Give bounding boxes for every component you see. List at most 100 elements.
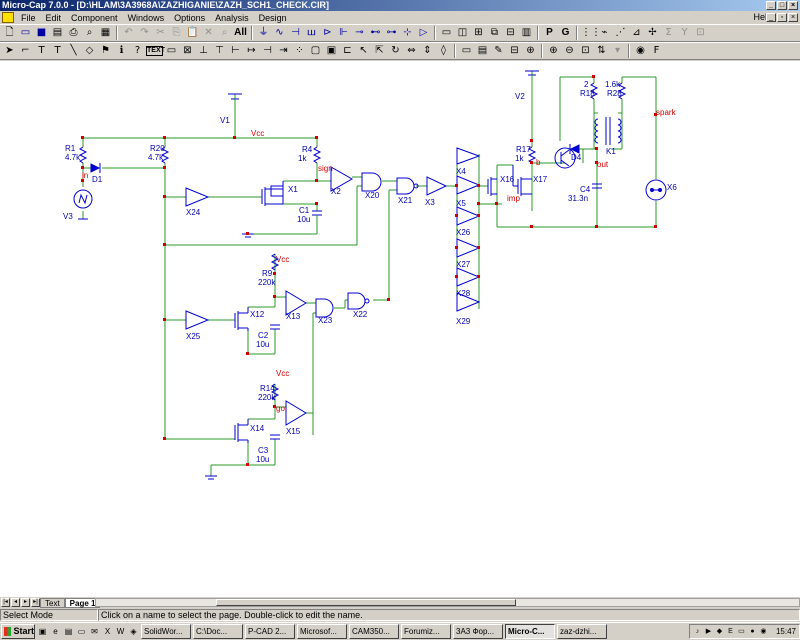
language-icon[interactable]: E (728, 628, 733, 635)
grid-dots-icon[interactable]: ⁘ (295, 45, 304, 56)
macro-icon[interactable]: ⊟ (510, 45, 519, 56)
all-icon[interactable]: All (234, 27, 247, 38)
doc-minimize-button[interactable]: _ (766, 13, 776, 22)
redo-icon[interactable]: ↷ (140, 27, 149, 38)
menu-edit[interactable]: Edit (45, 12, 62, 23)
split-vertical-icon[interactable]: ◫ (457, 27, 468, 38)
prev-page-icon[interactable]: ◂ (11, 598, 20, 607)
task-3a3-form[interactable]: 3A3 Фор... (453, 624, 503, 639)
layout-icon[interactable]: ▤ (477, 45, 488, 56)
last-page-icon[interactable]: ▸| (31, 598, 40, 607)
document-icon[interactable] (2, 12, 14, 23)
menu-help[interactable]: Help (753, 12, 772, 22)
schematic-canvas[interactable]: V1 V2 R1 4.7k R20 4.7k R4 1k R17 1k 2 R1… (0, 61, 800, 597)
probe-icon[interactable]: ✢ (648, 27, 657, 38)
chart-icon[interactable]: ⊿ (632, 27, 641, 38)
resistor-icon[interactable]: ∿ (275, 27, 284, 38)
app-icon[interactable]: ◈ (130, 627, 137, 636)
undo-icon[interactable]: ↶ (124, 27, 133, 38)
step-into-icon[interactable]: ⊕ (526, 45, 535, 56)
wire-icon[interactable]: ⌐ (21, 45, 30, 56)
task-solidworks[interactable]: SolidWor... (141, 624, 191, 639)
npn-icon[interactable]: ⊸ (355, 27, 364, 38)
border-icon[interactable]: ▢ (310, 45, 321, 56)
info-icon[interactable]: ℹ (119, 45, 124, 56)
text-mode-button[interactable]: TEXT (146, 46, 165, 56)
shapes-icon[interactable]: ◇ (85, 45, 94, 56)
step-icon[interactable]: ⇱ (375, 45, 384, 56)
grid-icon[interactable]: ⋮⋮ (581, 27, 601, 38)
word-icon[interactable]: W (116, 627, 125, 636)
pointer-icon[interactable]: ↖ (359, 45, 368, 56)
scale-icon[interactable]: ⊡ (696, 27, 705, 38)
mirror-icon[interactable]: ⇕ (423, 45, 432, 56)
inductor-icon[interactable]: ꟺ (306, 27, 317, 38)
task-microsoft[interactable]: Microsof... (297, 624, 347, 639)
node-voltages-icon[interactable]: ⊢ (231, 45, 240, 56)
waveform-icon[interactable]: ⋰ (615, 27, 626, 38)
diode-icon[interactable]: ⊳ (323, 27, 332, 38)
g-button[interactable]: G (561, 27, 570, 38)
select-arrow-icon[interactable]: ➤ (5, 45, 14, 56)
cut-icon[interactable]: ✂ (156, 27, 165, 38)
open-file-icon[interactable]: ▭ (20, 27, 31, 38)
print-icon[interactable]: ⎙ (69, 27, 78, 38)
opamp-icon[interactable]: ▷ (419, 27, 428, 38)
info-disabled-icon[interactable]: ▾ (614, 45, 621, 56)
tile-icon[interactable]: ⊟ (506, 27, 515, 38)
menu-windows[interactable]: Windows (127, 12, 165, 23)
browser-icon[interactable]: e (53, 627, 58, 636)
tab-text[interactable]: Text (40, 597, 65, 608)
speaker-icon[interactable]: ♪ (695, 628, 700, 635)
flip-y-icon[interactable]: ◊ (441, 45, 446, 56)
mosfet-icon[interactable]: ⊹ (403, 27, 412, 38)
currents-icon[interactable]: ↦ (247, 45, 256, 56)
doc-restore-button[interactable]: ▫ (777, 13, 787, 22)
task-documents[interactable]: C:\Doc... (193, 624, 243, 639)
f-button[interactable]: F (653, 45, 660, 56)
desktop-icon[interactable]: ▣ (38, 627, 47, 636)
delete-icon[interactable]: ✕ (204, 27, 213, 38)
print-preview-icon[interactable]: ⌕ (86, 27, 93, 38)
close-button[interactable]: × (788, 1, 798, 10)
text-cursor-icon[interactable]: T (38, 45, 45, 56)
conditions-icon[interactable]: ⇥ (279, 45, 288, 56)
split-horizontal-icon[interactable]: ▭ (441, 27, 452, 38)
text-tool-icon[interactable]: T (54, 45, 61, 56)
start-button[interactable]: Start (1, 624, 35, 639)
maximize-button[interactable]: □ (777, 1, 787, 10)
minimize-button[interactable]: _ (766, 1, 776, 10)
line-icon[interactable]: ╲ (70, 45, 77, 56)
menu-options[interactable]: Options (174, 12, 206, 23)
battery-icon[interactable]: ⊩ (339, 27, 348, 38)
flag-icon[interactable]: ⚑ (101, 45, 110, 56)
capacitor-icon[interactable]: ⊣ (291, 27, 300, 38)
find-icon[interactable]: ⌕ (221, 27, 228, 38)
menu-component[interactable]: Component (71, 12, 118, 23)
title-block-icon[interactable]: ▣ (326, 45, 337, 56)
save-all-icon[interactable]: ▤ (52, 27, 63, 38)
pnp-icon[interactable]: ⊷ (370, 27, 381, 38)
task-microcap[interactable]: Micro-C... (505, 624, 555, 639)
zoom-out-icon[interactable]: ⊖ (565, 45, 574, 56)
explorer-icon[interactable]: ▤ (64, 627, 73, 636)
task-forumiz[interactable]: Forumiz... (401, 624, 451, 639)
page-icon[interactable]: ▥ (521, 27, 532, 38)
attribute-icon[interactable]: ▭ (166, 45, 177, 56)
sigma-icon[interactable]: Σ (665, 27, 672, 38)
scale-dropdown-icon[interactable]: ⇅ (597, 45, 606, 56)
schematic-drawing[interactable]: V1 V2 R1 4.7k R20 4.7k R4 1k R17 1k 2 R1… (0, 61, 800, 597)
save-icon[interactable]: ■ (36, 27, 47, 38)
task-cam350[interactable]: CAM350... (349, 624, 399, 639)
rotate-icon[interactable]: ↻ (391, 45, 400, 56)
pin-connections-icon[interactable]: ⊤ (215, 45, 224, 56)
copy-icon[interactable]: ⎘ (172, 27, 181, 38)
monitor-tray-icon[interactable]: ▭ (738, 628, 745, 635)
globe-icon[interactable]: ◉ (636, 45, 645, 56)
power-icon[interactable]: ⊣ (263, 45, 272, 56)
pin-icon[interactable]: ⊥ (199, 45, 208, 56)
folder-icon[interactable]: ▭ (77, 627, 86, 636)
menu-file[interactable]: File (21, 12, 36, 23)
help-icon[interactable]: ? (134, 45, 141, 56)
task-pcad[interactable]: P-CAD 2... (245, 624, 295, 639)
